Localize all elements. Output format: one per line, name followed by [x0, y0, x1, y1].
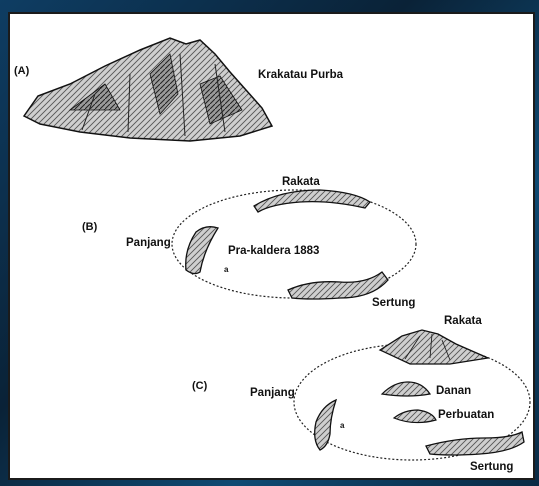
sertung-island-b	[288, 272, 388, 299]
rakata-label-b: Rakata	[282, 176, 320, 188]
panjang-island-b	[186, 227, 218, 274]
rakata-island-c	[380, 330, 488, 364]
small-mark-b: a	[224, 265, 229, 274]
sertung-island-c	[426, 432, 524, 455]
panel-c-tag: (C)	[192, 380, 208, 392]
perbuatan-label: Perbuatan	[438, 409, 494, 421]
sertung-label-b: Sertung	[372, 297, 415, 309]
panel-b-tag: (B)	[82, 221, 98, 233]
panjang-island-c	[315, 400, 336, 450]
rakata-island-b	[254, 190, 370, 212]
sertung-label-c: Sertung	[470, 461, 513, 473]
perbuatan-island	[394, 410, 436, 423]
panjang-label-c: Panjang	[250, 387, 295, 399]
krakatau-diagram: (A) Krakatau Purba (B) Rakata Panjang Pr…	[10, 14, 533, 478]
panjang-label-b: Panjang	[126, 237, 171, 249]
danan-island	[382, 382, 430, 396]
rakata-label-c: Rakata	[444, 315, 482, 327]
krakatau-purba-label: Krakatau Purba	[258, 69, 344, 81]
danan-label: Danan	[436, 385, 471, 397]
figure-panel: (A) Krakatau Purba (B) Rakata Panjang Pr…	[8, 12, 535, 480]
panel-a-tag: (A)	[14, 65, 30, 77]
pra-kaldera-label: Pra-kaldera 1883	[228, 245, 319, 257]
krakatau-purba-volcano	[24, 38, 272, 141]
small-mark-c: a	[340, 421, 345, 430]
